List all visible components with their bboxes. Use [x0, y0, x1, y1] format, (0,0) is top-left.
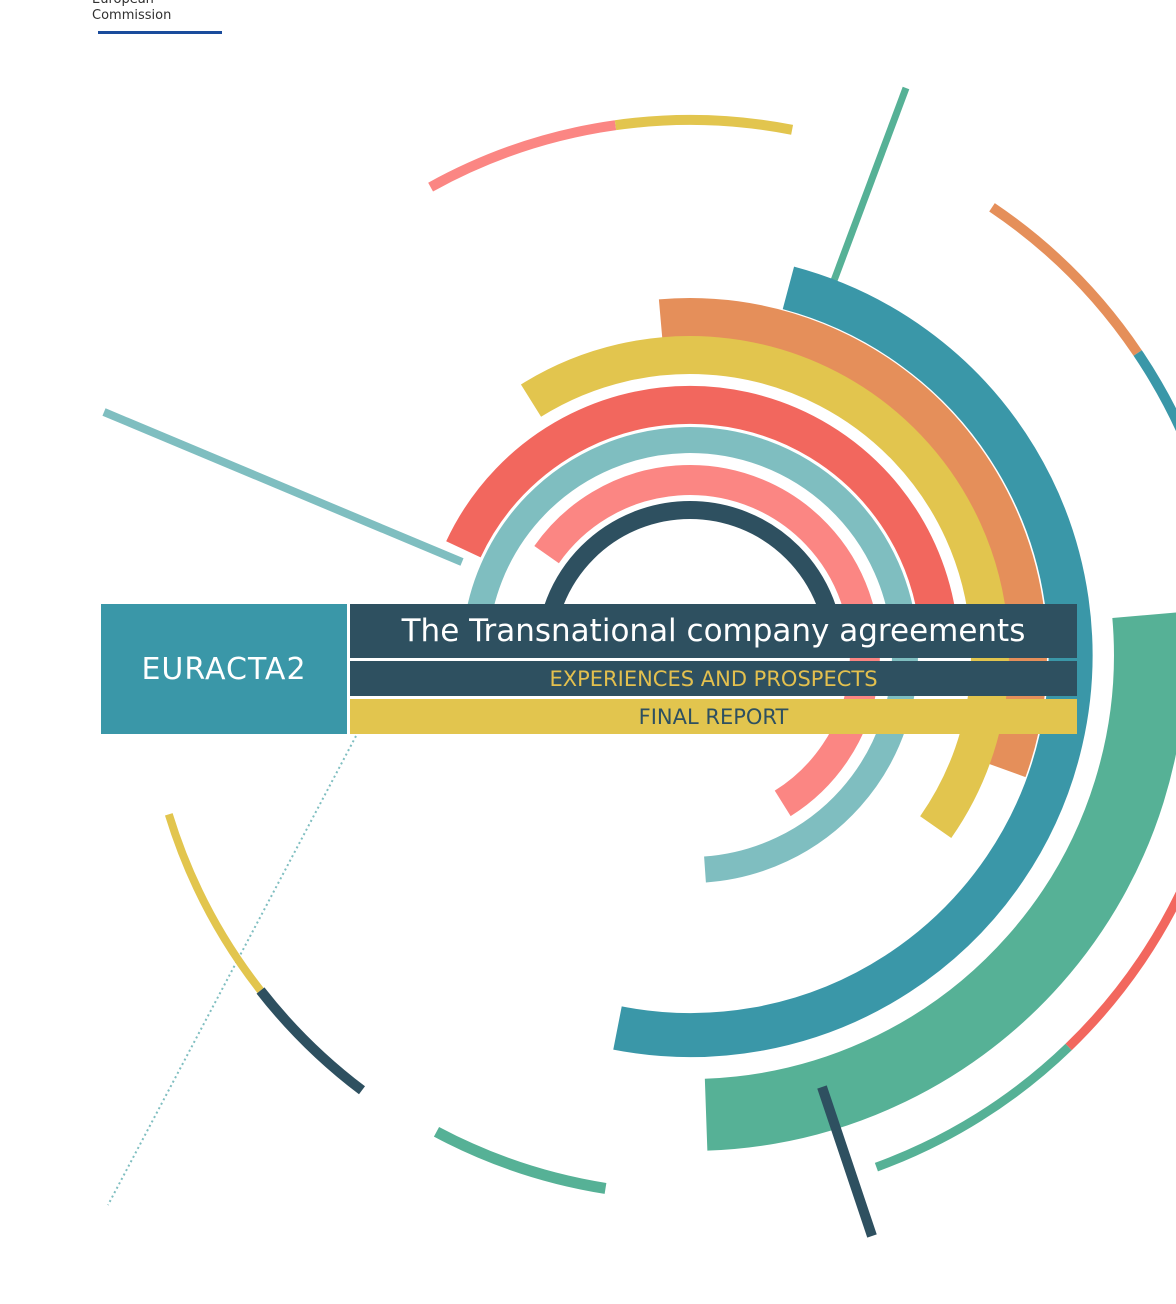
outer-arc-green	[874, 1043, 1072, 1172]
outer-arc-yellow	[614, 114, 794, 135]
report-type: FINAL REPORT	[350, 699, 1077, 734]
logo-line-2: Commission	[92, 8, 172, 23]
ring-navy	[536, 501, 844, 656]
outer-arc-yellow-left	[164, 813, 264, 993]
outer-arc-teal	[1133, 350, 1176, 432]
radial-line-bottom	[817, 1085, 877, 1238]
report-subtitle: EXPERIENCES AND PROSPECTS	[350, 661, 1077, 696]
outer-arc-pink	[428, 120, 617, 192]
outer-arc-green-bottom	[433, 1126, 607, 1194]
logo-underline	[98, 31, 222, 34]
radial-line-left	[102, 408, 464, 566]
title-block: EURACTA2 The Transnational company agree…	[101, 604, 1077, 734]
outer-arc-orange	[989, 203, 1142, 356]
report-title: The Transnational company agreements	[350, 604, 1077, 658]
radial-line-dotted	[107, 735, 357, 1206]
ring-red	[446, 385, 959, 656]
project-badge: EURACTA2	[101, 604, 347, 734]
logo-line-1: European	[92, 0, 224, 8]
european-commission-logo: European Commission	[92, 0, 224, 34]
ring-green	[704, 612, 1176, 1151]
ring-teal	[613, 266, 1093, 1058]
ring-light-teal	[462, 427, 918, 883]
outer-arc-red	[1065, 891, 1176, 1051]
outer-arc-navy-left	[256, 987, 366, 1095]
